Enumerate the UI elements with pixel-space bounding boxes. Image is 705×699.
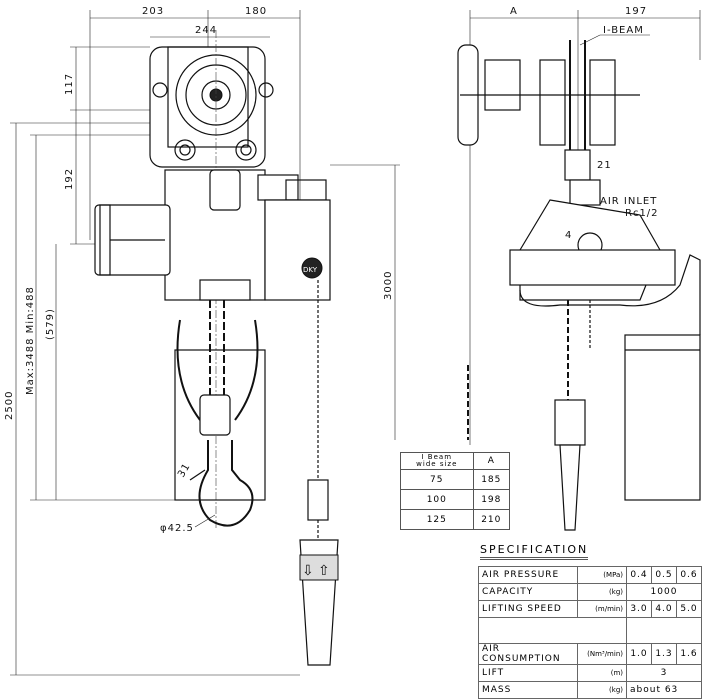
- air-inlet-label: AIR INLET: [600, 196, 657, 207]
- logo: DKY: [303, 266, 318, 274]
- spec-label: CAPACITY: [478, 583, 578, 601]
- spec-value: 5.0: [676, 600, 702, 618]
- beam-header-a: A: [472, 452, 511, 470]
- dim-4: 4: [565, 230, 572, 241]
- spec-label: MASS: [478, 681, 578, 699]
- spec-label: AIR CONSUMPTION: [478, 643, 578, 665]
- spec-empty-cell: [626, 617, 702, 644]
- beam-size: 75: [400, 469, 474, 490]
- hook: [189, 440, 254, 527]
- spec-label: LIFTING SPEED: [478, 600, 578, 618]
- i-beam-label: I-BEAM: [603, 25, 644, 36]
- spec-value: 1.3: [651, 643, 677, 665]
- dim-21: 21: [597, 160, 612, 171]
- front-view: 203 180 244 117 192 2500 Max:3488 Min:48…: [4, 6, 400, 676]
- dim-2500: 2500: [4, 391, 15, 420]
- beam-size: 125: [400, 509, 474, 530]
- down-arrow-icon: ⇩: [302, 563, 315, 579]
- spec-row-air-consumption: AIR CONSUMPTION (Nm³/min) 1.0 1.3 1.6: [478, 643, 702, 665]
- spec-unit: (kg): [577, 583, 627, 601]
- spec-value: 1000: [626, 583, 702, 601]
- dim-lift: Max:3488 Min:488: [25, 286, 36, 395]
- spec-unit: (MPa): [577, 566, 627, 584]
- spec-label: AIR PRESSURE: [478, 566, 578, 584]
- dim-hook: φ42.5: [160, 523, 194, 534]
- spec-label: LIFT: [478, 664, 578, 682]
- dim-117: 117: [64, 73, 75, 95]
- spec-row-mass: MASS (kg) about 63: [478, 681, 702, 699]
- spec-unit: (kg): [577, 681, 627, 699]
- spec-value: 3.0: [626, 600, 652, 618]
- spec-row-lift: LIFT (m) 3: [478, 664, 702, 682]
- beam-size: 100: [400, 489, 474, 510]
- beam-a: 210: [472, 509, 511, 530]
- side-view: A 197 I-BEAM 21 AIR INLET Rc1/2 4: [457, 6, 701, 531]
- specification-table: AIR PRESSURE (MPa) 0.4 0.5 0.6 CAPACITY …: [478, 566, 702, 699]
- beam-header-line2: wide size: [416, 460, 458, 468]
- spec-row-lifting-speed: LIFTING SPEED (m/min) 3.0 4.0 5.0: [478, 600, 702, 618]
- beam-a: 198: [472, 489, 511, 510]
- spec-unit: (m): [577, 664, 627, 682]
- spec-value: 3: [626, 664, 702, 682]
- spec-row-air-pressure: AIR PRESSURE (MPa) 0.4 0.5 0.6: [478, 566, 702, 584]
- spec-unit: (Nm³/min): [577, 643, 627, 665]
- dim-192: 192: [64, 168, 75, 190]
- spec-unit: (m/min): [577, 600, 627, 618]
- dim-244: 244: [195, 25, 217, 36]
- spec-value: 1.6: [676, 643, 702, 665]
- spec-value: 0.6: [676, 566, 702, 584]
- spec-value: 1.0: [626, 643, 652, 665]
- dim-203: 203: [142, 6, 164, 17]
- spec-value: about 63: [626, 681, 702, 699]
- dim-31: 31: [176, 461, 193, 479]
- spec-value: 4.0: [651, 600, 677, 618]
- dim-197: 197: [625, 6, 647, 17]
- dim-a: A: [510, 6, 518, 17]
- dim-180: 180: [245, 6, 267, 17]
- beam-a: 185: [472, 469, 511, 490]
- spec-row-empty: [478, 617, 702, 644]
- specification-title: SPECIFICATION: [480, 543, 589, 560]
- rc-label: Rc1/2: [625, 208, 659, 219]
- spec-row-capacity: CAPACITY (kg) 1000: [478, 583, 702, 601]
- spec-empty-cell: [478, 617, 627, 644]
- dim-579: (579): [45, 308, 56, 340]
- up-arrow-icon: ⇧: [318, 563, 331, 579]
- dim-3000: 3000: [383, 271, 394, 300]
- spec-value: 0.4: [626, 566, 652, 584]
- beam-header-line1: I Beam: [421, 453, 453, 461]
- spec-value: 0.5: [651, 566, 677, 584]
